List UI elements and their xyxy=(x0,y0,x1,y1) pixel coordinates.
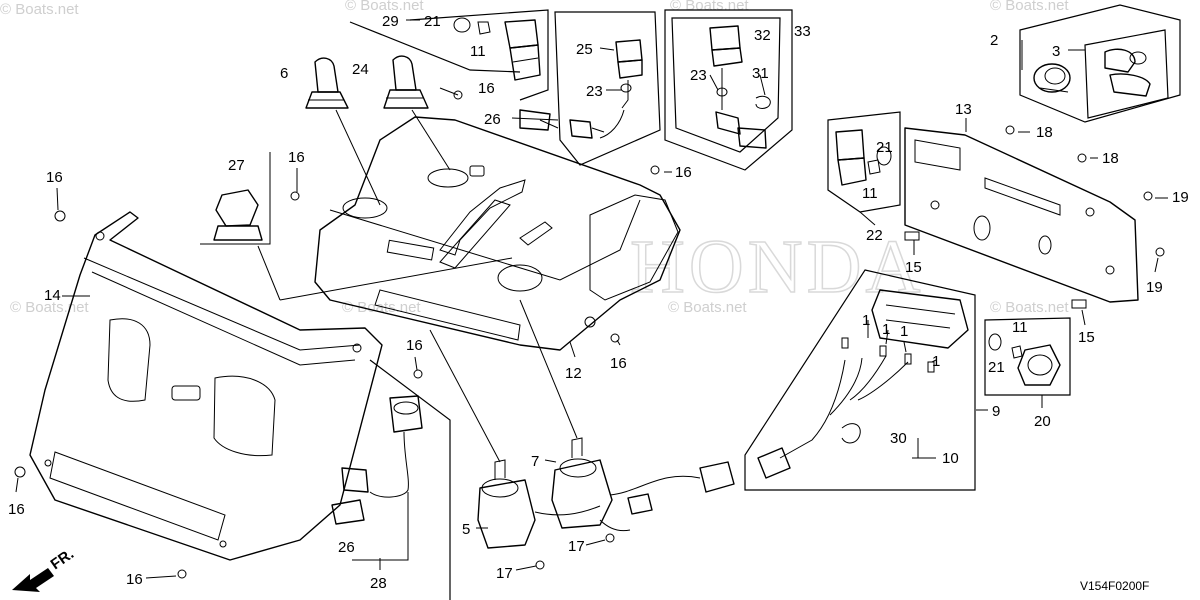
callout-7: 7 xyxy=(531,453,539,470)
part-14-front-panel xyxy=(29,211,383,561)
callout-1: 1 xyxy=(882,321,890,338)
callout-3: 3 xyxy=(1052,43,1060,60)
front-arrow-label: FR. xyxy=(48,545,78,573)
callout-2: 2 xyxy=(990,32,998,49)
callout-12: 12 xyxy=(565,365,582,382)
honda-brand-watermark: HONDA xyxy=(630,225,924,309)
callout-16: 16 xyxy=(8,501,25,518)
callout-23: 23 xyxy=(690,67,707,84)
callout-11: 11 xyxy=(470,43,486,60)
callout-16: 16 xyxy=(406,337,423,354)
callout-20: 20 xyxy=(1034,413,1051,430)
callout-11: 11 xyxy=(862,185,878,202)
box-29-switch xyxy=(349,9,549,101)
box-28-switch-harness xyxy=(331,359,451,600)
callout-15: 15 xyxy=(1078,329,1095,346)
box-2-key-switch xyxy=(1019,4,1181,123)
callout-18: 18 xyxy=(1102,150,1119,167)
leader-lines xyxy=(15,19,1168,579)
callout-33: 33 xyxy=(794,23,811,40)
watermark-mid-far-right: © Boats.net xyxy=(990,299,1069,316)
callout-16: 16 xyxy=(288,149,305,166)
part-9-meter-harness xyxy=(744,269,976,491)
callout-21: 21 xyxy=(876,139,893,156)
callout-9: 9 xyxy=(992,403,1000,420)
part-12-console-cover xyxy=(314,116,681,351)
part-24-knob xyxy=(383,55,451,171)
part-7-motor xyxy=(519,299,735,532)
callout-28: 28 xyxy=(370,575,387,592)
callout-26: 26 xyxy=(338,539,355,556)
callout-17: 17 xyxy=(496,565,513,582)
callout-1: 1 xyxy=(862,312,870,329)
callout-23: 23 xyxy=(586,83,603,100)
callout-10: 10 xyxy=(942,450,959,467)
watermark-layer: © Boats.net © Boats.net © Boats.net © Bo… xyxy=(0,0,1069,316)
callout-31: 31 xyxy=(752,65,769,82)
part-5-motor xyxy=(429,329,601,549)
callout-16: 16 xyxy=(478,80,495,97)
callout-6: 6 xyxy=(280,65,288,82)
callout-13: 13 xyxy=(955,101,972,118)
callout-19: 19 xyxy=(1146,279,1163,296)
watermark-top-left: © Boats.net xyxy=(0,1,79,18)
callout-29: 29 xyxy=(382,13,399,30)
watermark-top-right: © Boats.net xyxy=(670,0,749,14)
callout-15: 15 xyxy=(905,259,922,276)
callout-21: 21 xyxy=(424,13,441,30)
box-22-switch xyxy=(827,111,901,213)
callout-labels: 1 1 1 1 2 3 5 6 7 9 10 11 11 11 12 13 14… xyxy=(8,13,1189,592)
watermark-top-center: © Boats.net xyxy=(345,0,424,14)
callout-16: 16 xyxy=(610,355,627,372)
callout-21: 21 xyxy=(988,359,1005,376)
callout-16: 16 xyxy=(675,164,692,181)
watermark-top-far-right: © Boats.net xyxy=(990,0,1069,14)
callout-18: 18 xyxy=(1036,124,1053,141)
watermark-mid-right: © Boats.net xyxy=(668,299,747,316)
callout-22: 22 xyxy=(866,227,883,244)
callout-26: 26 xyxy=(484,111,501,128)
drawing-code: V154F0200F xyxy=(1080,579,1149,593)
part-6-knob xyxy=(305,57,381,206)
box-33-switch-harness xyxy=(664,9,793,171)
callout-17: 17 xyxy=(568,538,585,555)
callout-1: 1 xyxy=(932,353,940,370)
callout-16: 16 xyxy=(126,571,143,588)
callout-19: 19 xyxy=(1172,189,1189,206)
box-25-switch-harness xyxy=(511,11,661,166)
callout-16: 16 xyxy=(46,169,63,186)
fastener-bolts xyxy=(14,90,1165,579)
watermark-mid-left: © Boats.net xyxy=(10,299,89,316)
part-13-bracket xyxy=(904,127,1139,303)
part-27-cap xyxy=(200,152,513,301)
callout-5: 5 xyxy=(462,521,470,538)
front-direction-arrow: FR. xyxy=(12,545,77,592)
callout-27: 27 xyxy=(228,157,245,174)
callout-11: 11 xyxy=(1012,319,1028,336)
callout-24: 24 xyxy=(352,61,369,78)
box-20-switch xyxy=(984,317,1071,396)
callout-14: 14 xyxy=(44,287,61,304)
callout-25: 25 xyxy=(576,41,593,58)
callout-32: 32 xyxy=(754,27,771,44)
callout-30: 30 xyxy=(890,430,907,447)
callout-1: 1 xyxy=(900,323,908,340)
